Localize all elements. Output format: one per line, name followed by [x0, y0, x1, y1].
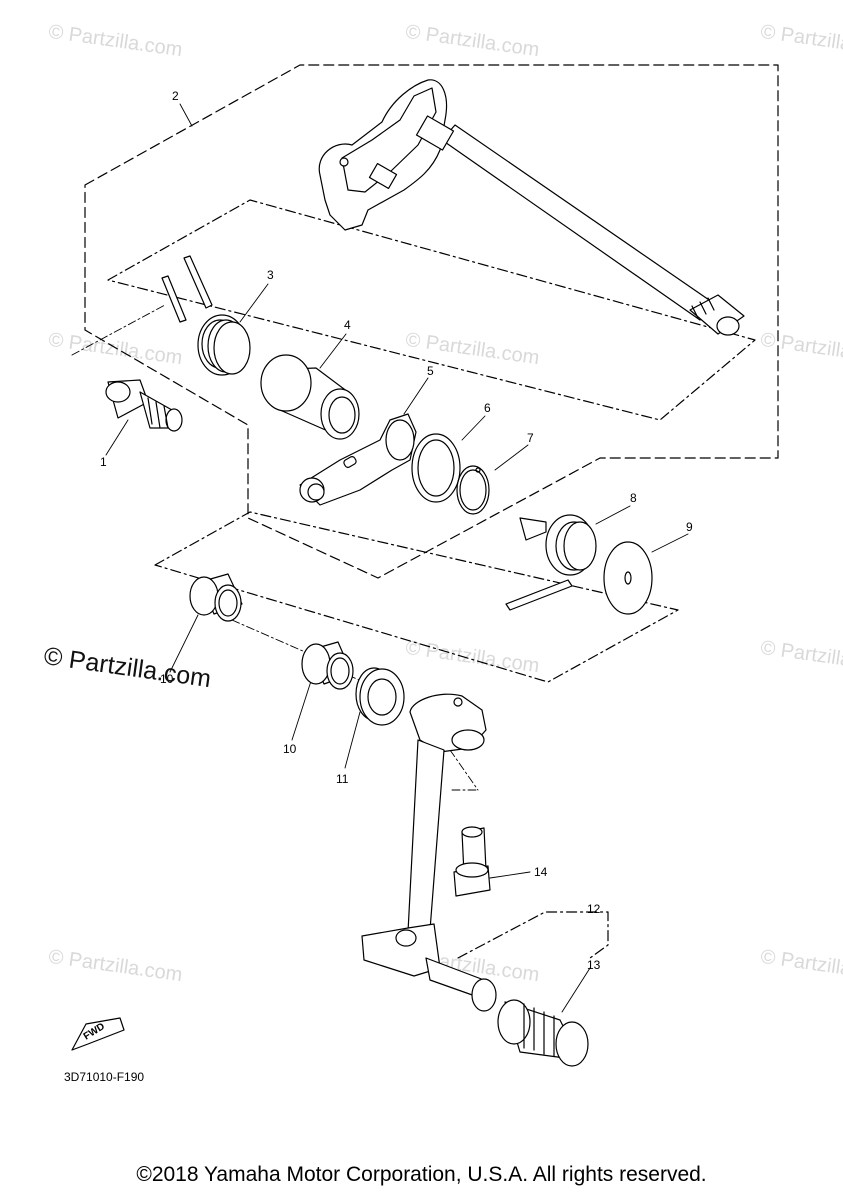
callout-9: 9 [686, 520, 693, 534]
group-frame-2 [84, 64, 779, 579]
collar [260, 354, 360, 440]
diagram-code: 3D71010-F190 [64, 1070, 145, 1084]
callout-1: 1 [100, 455, 107, 469]
group-frame-shaft [107, 199, 756, 421]
pivot-bolt [105, 379, 183, 432]
needle-bearing [189, 573, 243, 622]
circlip [456, 465, 490, 515]
copyright-notice: ©2018 Yamaha Motor Corporation, U.S.A. A… [136, 1163, 707, 1186]
callout-6: 6 [484, 401, 491, 415]
shift-arm [299, 413, 417, 506]
callout-10b: 10 [283, 742, 297, 756]
callout-2: 2 [172, 89, 179, 103]
callout-13: 13 [587, 958, 601, 972]
washer [411, 433, 461, 503]
callout-12: 12 [587, 902, 601, 916]
fwd-arrow-icon: FWD [71, 1017, 125, 1051]
callout-11: 11 [336, 772, 349, 786]
torsion-spring [161, 255, 251, 376]
shift-pedal [361, 693, 497, 1012]
callout-5: 5 [427, 364, 434, 378]
oil-seal [355, 667, 405, 726]
group-frame-bearings [154, 511, 679, 683]
callout-3: 3 [267, 268, 274, 282]
clamp-bolt [453, 826, 491, 897]
callout-7: 7 [527, 431, 534, 445]
needle-bearing [301, 641, 354, 690]
leader-lines [105, 103, 689, 1013]
callout-8: 8 [630, 491, 637, 505]
flat-washer [603, 541, 653, 615]
shift-shaft [318, 79, 745, 336]
pedal-rubber [497, 999, 589, 1067]
callout-10a: 10 [160, 672, 174, 686]
group-frame-12 [457, 911, 609, 959]
callout-14: 14 [534, 865, 548, 879]
callout-4: 4 [344, 318, 351, 332]
return-spring [505, 514, 597, 611]
